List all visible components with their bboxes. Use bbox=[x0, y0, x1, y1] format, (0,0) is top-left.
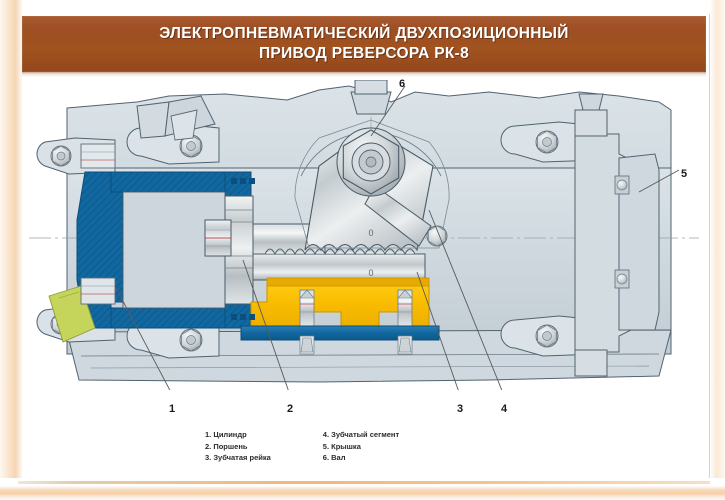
base-bolt-right bbox=[397, 335, 413, 355]
legend-item-2: 2. Поршень bbox=[205, 441, 248, 451]
left-seal-block bbox=[80, 277, 116, 305]
top-stud-assembly bbox=[350, 80, 392, 115]
flange-studs-bottom bbox=[231, 314, 255, 320]
frame-top bbox=[0, 0, 725, 14]
callout-5: 5 bbox=[681, 168, 688, 180]
callout-3: 3 bbox=[457, 403, 464, 415]
callout-4: 4 bbox=[501, 403, 508, 415]
technical-drawing-canvas: 0 0 bbox=[19, 80, 709, 390]
segment-lever-arm bbox=[364, 185, 432, 247]
legend-item-3: 3. Зубчатая рейка bbox=[205, 453, 271, 462]
legend-item-4: 4. Зубчатый сегмент bbox=[322, 430, 400, 439]
legend: 1. Цилиндр 2. Поршень 3. Зубчатая рейка … bbox=[205, 430, 535, 463]
callout-6: 6 bbox=[399, 78, 406, 90]
callout-1: 1 bbox=[169, 403, 176, 415]
leader-lines bbox=[114, 85, 680, 390]
frame-left bbox=[0, 0, 22, 500]
title-banner: ЭЛЕКТРОПНЕВМАТИЧЕСКИЙ ДВУХПОЗИЦИОННЫЙ ПР… bbox=[22, 16, 706, 72]
rack-teeth bbox=[264, 248, 416, 256]
banner-drop-shadow bbox=[22, 72, 706, 77]
yellow-bolt-right bbox=[397, 289, 413, 327]
title-line-1: ЭЛЕКТРОПНЕВМАТИЧЕСКИЙ ДВУХПОЗИЦИОННЫЙ bbox=[159, 25, 569, 42]
legend-item-1: 1. Цилиндр bbox=[205, 430, 247, 439]
skirt-edge-line-2 bbox=[90, 365, 650, 369]
leader-3 bbox=[416, 271, 459, 390]
yellow-housing bbox=[250, 277, 430, 327]
flange-studs-top bbox=[231, 178, 255, 184]
callout-2: 2 bbox=[287, 403, 294, 415]
segment-position-marker: 0 bbox=[368, 228, 373, 238]
legend-column-right: 4. Зубчатый сегмент 5. Крышка 6. Вал bbox=[323, 430, 399, 463]
left-upper-seal bbox=[80, 143, 116, 169]
legend-item-6: 6. Вал bbox=[322, 453, 346, 462]
yellow-top-rail bbox=[266, 277, 430, 287]
frame-right bbox=[711, 0, 725, 500]
shaft-center bbox=[365, 156, 377, 168]
frame-bottom-accent-line bbox=[18, 481, 710, 484]
left-stud-assembly bbox=[136, 95, 216, 141]
base-bolt-left bbox=[299, 335, 315, 355]
leader-1 bbox=[114, 285, 171, 390]
cover-assembly bbox=[574, 93, 660, 377]
rack-position-marker: 0 bbox=[368, 268, 373, 278]
cover-boss-bottom bbox=[574, 349, 608, 377]
toothed-rack: 0 bbox=[252, 248, 426, 281]
shaft-hub bbox=[336, 127, 406, 197]
leader-6 bbox=[370, 85, 406, 137]
cover-stud bbox=[578, 93, 604, 111]
leader-2 bbox=[242, 259, 289, 390]
segment-housing-arc bbox=[294, 119, 450, 249]
leader-5 bbox=[638, 169, 680, 193]
cover-boss-top bbox=[574, 109, 608, 137]
legend-item-5: 5. Крышка bbox=[322, 441, 361, 451]
legend-column-left: 1. Цилиндр 2. Поршень 3. Зубчатая рейка bbox=[205, 430, 271, 463]
blue-base-strip bbox=[240, 325, 440, 341]
title-line-2: ПРИВОД РЕВЕРСОРА РК-8 bbox=[258, 45, 469, 62]
yellow-bolt-left bbox=[299, 289, 315, 327]
leader-4 bbox=[428, 209, 503, 390]
